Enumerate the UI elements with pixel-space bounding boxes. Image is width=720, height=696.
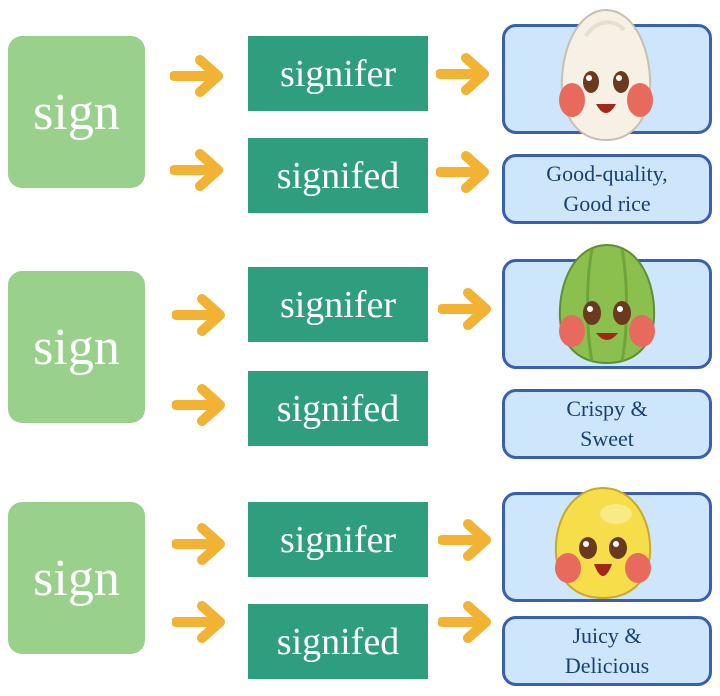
sign-row-1: sign signifer signifed Good-quality, Goo… (0, 0, 720, 230)
signified-box: signifed (248, 371, 428, 446)
arrow-icon (172, 294, 225, 336)
signifier-box: signifer (248, 36, 428, 111)
signifier-label: signifer (279, 518, 397, 561)
arrow-icon (172, 601, 225, 643)
sign-label: sign (33, 318, 120, 376)
signified-box: signifed (248, 604, 428, 679)
arrow-icon (438, 288, 491, 330)
sign-row-2: sign signifer signifed Crispy & Sweet (0, 235, 720, 465)
arrow-icon (172, 384, 225, 426)
arrow-icon (170, 149, 223, 191)
signified-box: signifed (248, 138, 428, 213)
arrow-icon (436, 151, 489, 193)
signifier-box: signifer (248, 267, 428, 342)
mango-character-icon (554, 486, 652, 600)
sign-label: sign (33, 549, 120, 607)
meaning-line-2: Sweet (580, 426, 634, 451)
signifier-label: signifer (279, 52, 397, 95)
sign-label: sign (33, 83, 120, 141)
rice-grain-character-icon (559, 8, 653, 142)
meaning-label-box: Crispy & Sweet (502, 389, 712, 459)
meaning-line-1: Good-quality, (546, 161, 668, 186)
arrow-icon (170, 55, 223, 97)
meaning-label-box: Good-quality, Good rice (502, 154, 712, 224)
meaning-line-2: Good rice (563, 191, 651, 216)
arrow-icon (438, 601, 491, 643)
signifier-label: signifer (279, 283, 397, 326)
signified-label: signifed (276, 387, 400, 430)
signifier-box: signifer (248, 502, 428, 577)
meaning-label-box: Juicy & Delicious (502, 616, 712, 686)
guava-character-icon (558, 243, 656, 365)
sign-box: sign (8, 502, 145, 654)
arrow-icon (436, 53, 489, 95)
signified-label: signifed (276, 154, 400, 197)
meaning-line-2: Delicious (564, 653, 650, 678)
arrow-icon (438, 519, 491, 561)
meaning-line-1: Juicy & (572, 623, 642, 648)
sign-box: sign (8, 36, 145, 188)
sign-row-3: sign signifer signifed Juicy & Delicious (0, 466, 720, 696)
signified-label: signifed (276, 620, 400, 663)
meaning-line-1: Crispy & (566, 396, 648, 421)
sign-box: sign (8, 271, 145, 423)
arrow-icon (172, 523, 225, 565)
